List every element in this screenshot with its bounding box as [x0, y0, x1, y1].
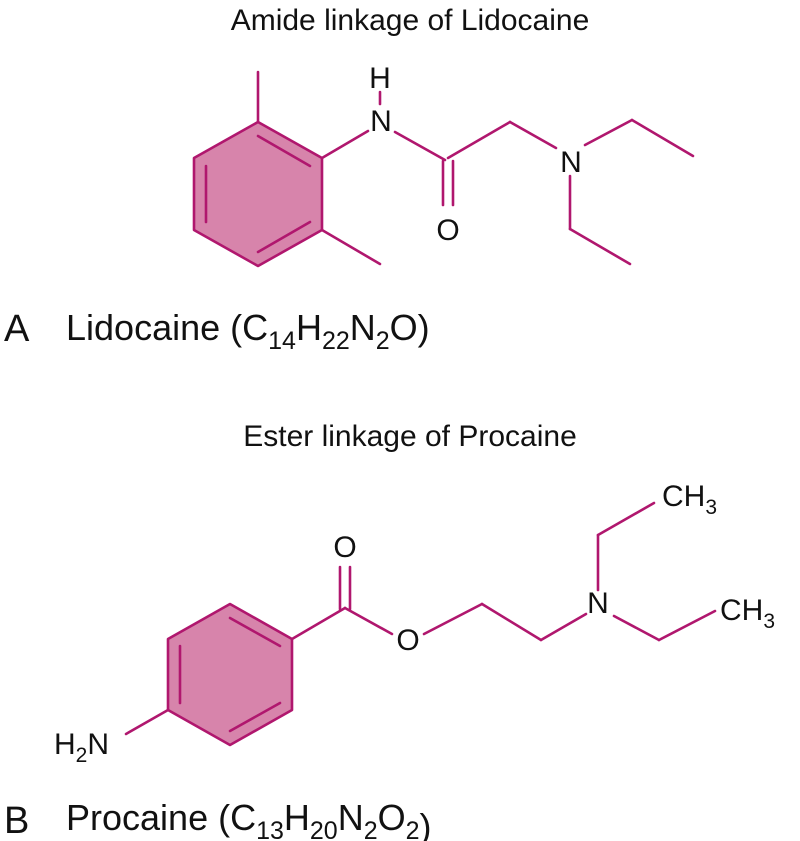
- formula-element: C: [242, 307, 268, 348]
- lidocaine-caption-close: ): [418, 307, 430, 348]
- lidocaine-bond-n-carbonyl: [393, 130, 447, 162]
- procaine-ethyl-up-2: [596, 501, 656, 537]
- procaine-atom-ch3-right: CH3: [720, 594, 775, 633]
- procaine-ethyl-right-1: [612, 614, 661, 642]
- procaine-atom-ch3-top: CH3: [662, 480, 717, 519]
- lidocaine-bond-carbonyl-ch2: [446, 120, 512, 160]
- formula-element: H: [284, 797, 310, 838]
- panel-b: Ester linkage of Procaine O O N CH3 CH3: [4, 420, 775, 841]
- procaine-bond-ch2-n: [539, 612, 588, 642]
- panel-b-letter: B: [4, 800, 29, 841]
- procaine-bond-carbonyl-o: [343, 606, 394, 636]
- formula-subscript: 2: [406, 817, 420, 841]
- procaine-atom-o-ester: O: [396, 624, 419, 657]
- formula-element: N: [350, 307, 376, 348]
- lidocaine-caption: Lidocaine (C14H22N2O): [66, 307, 430, 355]
- formula-subscript: 2: [364, 817, 378, 841]
- lidocaine-methyl-bottom: [320, 228, 382, 266]
- lidocaine-caption-name: Lidocaine (: [66, 307, 242, 348]
- lidocaine-benzene-ring: [192, 120, 324, 268]
- lidocaine-ethyl-up-1: [583, 118, 634, 147]
- panel-a-letter: A: [4, 308, 30, 350]
- formula-subscript: 22: [322, 327, 350, 355]
- procaine-formula: C13H20N2O2: [230, 797, 419, 841]
- procaine-ring-inner-bond-1: [228, 616, 282, 648]
- procaine-bond-ring-nh2: [124, 708, 170, 736]
- procaine-atom-n-amine: N: [587, 587, 609, 620]
- lidocaine-atom-n-amine: N: [560, 146, 582, 179]
- panel-a-heading: Amide linkage of Lidocaine: [231, 4, 590, 37]
- formula-element: C: [230, 797, 256, 838]
- panel-b-heading: Ester linkage of Procaine: [243, 420, 577, 453]
- procaine-ethyl-right-2: [657, 609, 717, 642]
- lidocaine-bond-ch2-n: [508, 120, 558, 150]
- procaine-bond-o-ch2: [422, 602, 484, 636]
- lidocaine-bond-ring-n: [320, 129, 370, 160]
- procaine-caption-name: Procaine (: [66, 797, 230, 838]
- lidocaine-formula: C14H22N2O: [242, 307, 418, 355]
- procaine-caption: Procaine (C13H20N2O2): [66, 797, 432, 841]
- formula-subscript: 13: [256, 817, 284, 841]
- procaine-atom-o-carbonyl: O: [333, 531, 356, 564]
- procaine-ring-inner-bond-2: [228, 701, 282, 733]
- lidocaine-ring-inner-bond-2: [256, 220, 312, 254]
- procaine-benzene-ring: [166, 602, 294, 747]
- lidocaine-ethyl-up-2: [630, 118, 695, 158]
- lidocaine-atom-o: O: [436, 214, 459, 247]
- procaine-caption-close: ): [420, 806, 432, 841]
- procaine-bond-ch2-ch2: [480, 602, 543, 642]
- procaine-bond-ring-carbonyl: [290, 606, 347, 641]
- formula-element: N: [338, 797, 364, 838]
- formula-element: O: [378, 797, 406, 838]
- lidocaine-atom-h: H: [369, 62, 391, 95]
- lidocaine-atom-n-amide: N: [370, 105, 392, 138]
- lidocaine-ring-inner-bond-1: [256, 134, 312, 168]
- formula-subscript: 20: [310, 817, 338, 841]
- panel-a: Amide linkage of Lidocaine H N O N A Lid…: [4, 4, 695, 355]
- formula-element: O: [390, 307, 418, 348]
- procaine-atom-h2n: H2N: [54, 728, 109, 767]
- lidocaine-ethyl-down-2: [568, 227, 632, 266]
- formula-subscript: 14: [268, 327, 296, 355]
- formula-element: H: [296, 307, 322, 348]
- formula-subscript: 2: [376, 327, 390, 355]
